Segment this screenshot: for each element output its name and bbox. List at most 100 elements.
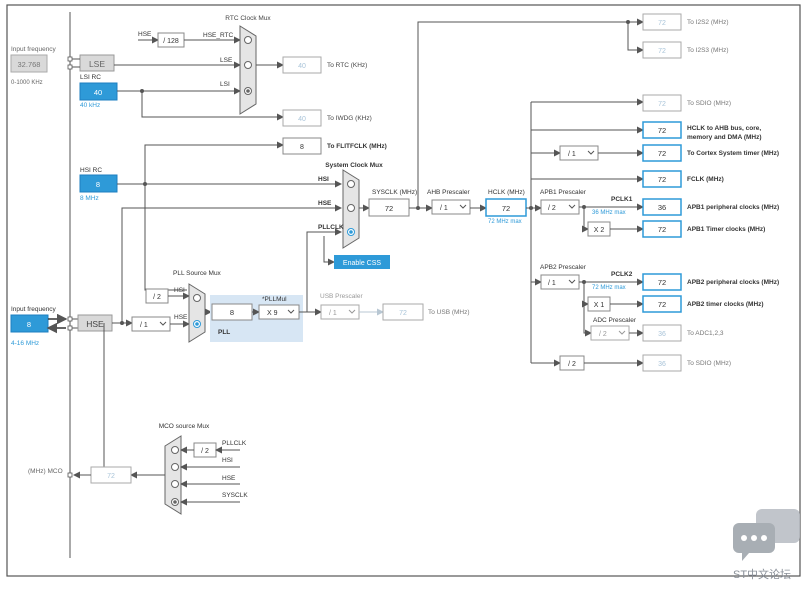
ahb-prescaler-label: AHB Prescaler <box>427 189 470 196</box>
apb1-chevron-down-icon <box>568 204 576 209</box>
sdio-label-top: To SDIO (MHz) <box>687 100 731 107</box>
mco-pll-divider-value: / 2 <box>201 448 209 455</box>
mco-pllclk-label: PLLCLK <box>222 440 247 447</box>
apb1-timer-value-box[interactable] <box>642 220 682 238</box>
pllmul-value: X 9 <box>267 310 278 317</box>
mco-radio-hse[interactable] <box>171 480 179 488</box>
flitf-output-value: 8 <box>300 144 304 151</box>
fclk-value-box[interactable] <box>642 170 682 188</box>
rtc-lsi-label: LSI <box>220 81 230 88</box>
adc-value-box[interactable] <box>642 324 682 342</box>
iwdg-output-value-box[interactable] <box>282 109 322 127</box>
rtc-hse-rtc-label: HSE_RTC <box>203 32 234 39</box>
i2s2-label: To I2S2 (MHz) <box>687 19 729 26</box>
mco-radio-hsi[interactable] <box>171 463 179 471</box>
hse-label: HSE <box>86 319 104 329</box>
apb1-periph-label: APB1 peripheral clocks (MHz) <box>687 204 779 211</box>
flitf-output-value-box[interactable] <box>282 137 322 155</box>
hse-input-frequency-label: Input frequency <box>11 306 57 313</box>
hse-input-range: 4-16 MHz <box>11 340 39 347</box>
cortex-value-box[interactable] <box>642 144 682 162</box>
lse-input-frequency-field[interactable] <box>10 54 48 73</box>
sdio-value-box-top[interactable] <box>642 94 682 112</box>
i2s3-value-box[interactable] <box>642 41 682 59</box>
adc-chevron-down-icon <box>618 330 626 335</box>
ahb-prescaler-select[interactable] <box>431 199 471 215</box>
enable-css-button[interactable] <box>334 255 390 269</box>
rtc-output-label: To RTC (KHz) <box>327 62 367 69</box>
i2s3-label: To I2S3 (MHz) <box>687 47 729 54</box>
hclk-label: HCLK (MHz) <box>488 189 525 196</box>
apb2-timer-value: 72 <box>658 300 666 309</box>
apb2-timer-value-box[interactable] <box>642 295 682 313</box>
ahb-chevron-down-icon <box>459 204 467 209</box>
mco-radio-pllclk[interactable] <box>171 446 179 454</box>
usb-value-box[interactable] <box>382 303 424 321</box>
pll-hsi-label: HSI <box>174 287 185 294</box>
lse-pin-1 <box>67 56 73 62</box>
lsi-value: 40 <box>94 88 102 97</box>
cortex-label: To Cortex System timer (MHz) <box>687 150 779 157</box>
rtc-mux-radio-lse[interactable] <box>244 61 252 69</box>
rtc-hse-input: HSE <box>138 31 152 38</box>
lse-source-box[interactable] <box>79 54 115 72</box>
pllmul-label: *PLLMul <box>262 296 287 303</box>
apb1-prescaler-value: / 2 <box>548 205 556 212</box>
usb-output-label: To USB (MHz) <box>428 309 470 316</box>
fclk-label: FCLK (MHz) <box>687 176 724 183</box>
hclk-ahb-value-box[interactable] <box>642 121 682 139</box>
hsi-frequency: 8 MHz <box>80 195 99 202</box>
mco-source-mux-title: MCO source Mux <box>159 423 210 430</box>
lse-input-range: 0-1000 KHz <box>11 80 43 86</box>
apb2-timer-label: APB2 timer clocks (MHz) <box>687 301 764 308</box>
sdio-value-box-bottom[interactable] <box>642 354 682 372</box>
pll-hsi-divider-value: / 2 <box>153 294 161 301</box>
hse-input-value: 8 <box>27 320 31 329</box>
sysmux-pllclk-label: PLLCLK <box>318 224 344 231</box>
adc-value: 36 <box>658 331 666 338</box>
enable-css-label: Enable CSS <box>343 260 381 267</box>
hclk-ahb-value: 72 <box>658 126 666 135</box>
adc-output-label: To ADC1,2,3 <box>687 330 724 337</box>
rtc-output-value-box[interactable] <box>282 56 322 74</box>
lse-input-frequency-value: 32.768 <box>18 60 41 69</box>
sysmux-radio-hse[interactable] <box>347 204 355 212</box>
hclk-ahb-label-line2: memory and DMA (MHz) <box>687 134 762 141</box>
pll-src-radio-hsi[interactable] <box>193 294 201 302</box>
apb1-periph-value-box[interactable] <box>642 198 682 216</box>
hclk-ahb-label-line1: HCLK to AHB bus, core, <box>687 125 761 132</box>
mco-label: (MHz) MCO <box>28 468 63 475</box>
rtc-mux-radio-hse[interactable] <box>244 36 252 44</box>
apb2-periph-value-box[interactable] <box>642 273 682 291</box>
lse-label: LSE <box>89 59 105 69</box>
sysmux-radio-hsi[interactable] <box>347 180 355 188</box>
pll-input-value: 8 <box>230 308 234 317</box>
lsi-rc-label: LSI RC <box>80 74 101 81</box>
lsi-frequency: 40 kHz <box>80 102 100 109</box>
sdio-value-bottom: 36 <box>658 361 666 368</box>
flitf-output-label: To FLITFCLK (MHz) <box>327 143 387 150</box>
hse-prediv-chevron-down-icon <box>159 321 167 326</box>
apb2-prescaler-value: / 1 <box>548 280 556 287</box>
hsi-value: 8 <box>96 180 100 189</box>
apb2-chevron-down-icon <box>568 279 576 284</box>
fclk-value: 72 <box>658 175 666 184</box>
apb2-periph-label: APB2 peripheral clocks (MHz) <box>687 279 779 286</box>
i2s2-value-box[interactable] <box>642 13 682 31</box>
system-clock-mux-title: System Clock Mux <box>325 162 383 169</box>
lse-pin-2 <box>67 64 73 70</box>
apb1-prescaler-label: APB1 Prescaler <box>540 189 587 196</box>
pll-source-mux <box>188 283 206 343</box>
mco-sysclk-label: SYSCLK <box>222 492 248 499</box>
apb1-timer-label: APB1 Timer clocks (MHz) <box>687 226 765 233</box>
pclk2-label: PCLK2 <box>611 271 633 278</box>
pllmul-select[interactable] <box>258 304 300 320</box>
pll-label: PLL <box>218 329 230 336</box>
apb2-periph-value: 72 <box>658 278 666 287</box>
usb-prescaler-value: / 1 <box>329 310 337 317</box>
cortex-chevron-down-icon <box>587 150 595 155</box>
apb2-timer-multiplier-value: X 1 <box>594 302 605 309</box>
sysmux-hsi-label: HSI <box>318 176 329 183</box>
adc-prescaler-label: ADC Prescaler <box>593 317 637 324</box>
pll-hse-label: HSE <box>174 314 188 321</box>
